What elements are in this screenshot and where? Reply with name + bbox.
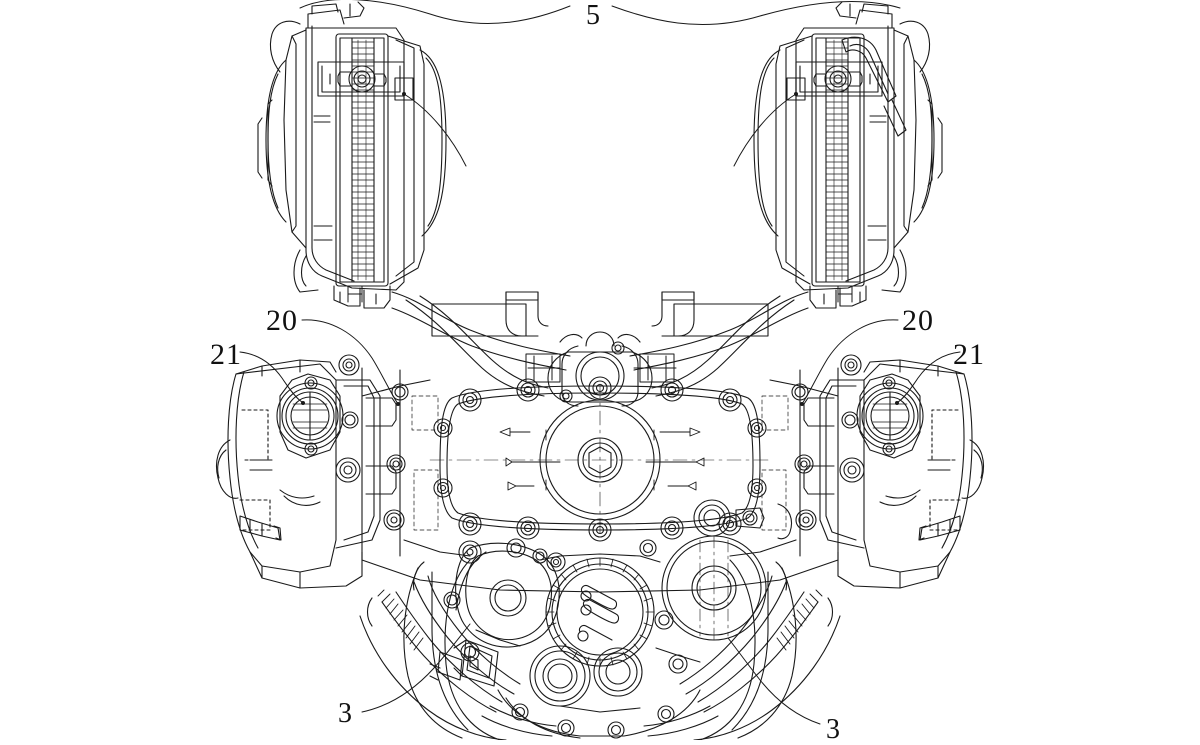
left-radiator <box>257 1 447 309</box>
reference-numeral-21-right: 21 <box>953 338 985 371</box>
reference-numeral-3-right: 3 <box>826 714 841 745</box>
reference-numeral-20-left: 20 <box>266 304 298 337</box>
oil-filter <box>661 535 767 641</box>
center-crankcase-cover <box>361 367 839 593</box>
right-cylinder-head <box>791 354 985 589</box>
right-radiator-upper-pipe <box>841 36 907 137</box>
reference-numeral-5: 5 <box>586 0 601 31</box>
leader-lines <box>239 93 961 725</box>
reference-numeral-21-left: 21 <box>210 338 242 371</box>
reference-numeral-20-right: 20 <box>902 304 934 337</box>
lower-engine-assembly <box>403 535 797 740</box>
leader-arc-5 <box>299 0 901 25</box>
right-radiator <box>753 1 943 309</box>
right-exhaust-headers <box>643 561 841 740</box>
timing-gear <box>545 557 655 667</box>
coolant-hoses <box>391 291 809 407</box>
left-exhaust-headers <box>359 561 557 740</box>
reference-numeral-3-left: 3 <box>338 698 353 729</box>
left-cylinder-head <box>215 354 409 589</box>
